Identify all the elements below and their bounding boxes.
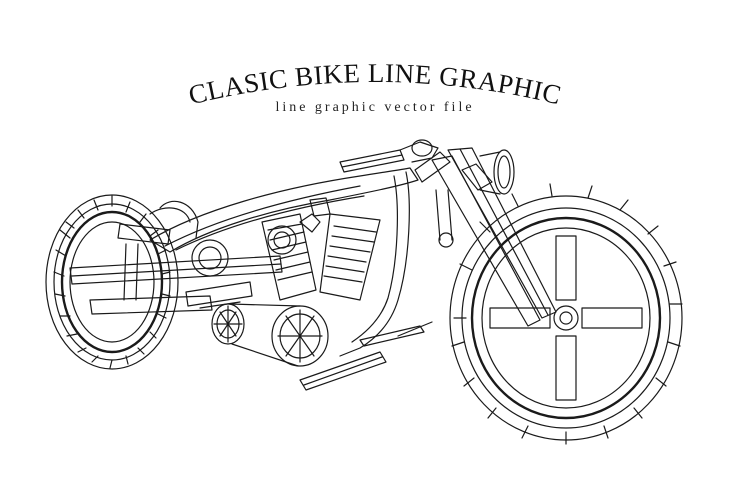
headlight (479, 149, 515, 195)
rear-wheel (45, 194, 179, 370)
front-wheel (449, 183, 683, 445)
frame (149, 151, 451, 357)
title-arc: CLASIC BIKE LINE GRAPHIC (186, 58, 564, 110)
handlebar (339, 139, 439, 173)
primary-drive (185, 281, 329, 367)
engine (191, 197, 381, 301)
rear-fender (159, 200, 199, 239)
swingarm (69, 223, 283, 315)
exhaust (299, 321, 433, 391)
page-subtitle: line graphic vector file (275, 100, 475, 115)
title-block: CLASIC BIKE LINE GRAPHIC (0, 58, 750, 118)
